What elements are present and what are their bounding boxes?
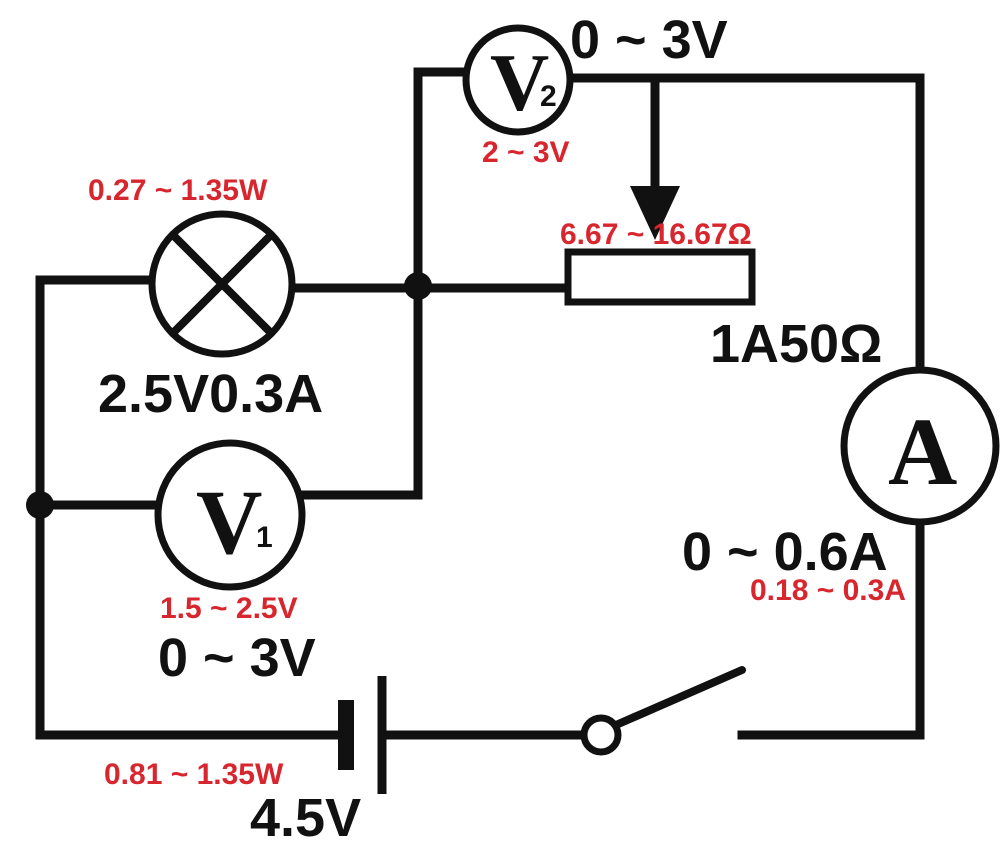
voltmeter-1-range: 0 ~ 3V — [158, 628, 316, 688]
slider-arrowhead — [630, 186, 680, 240]
rheostat-range: 6.67 ~ 16.67Ω — [560, 218, 752, 251]
rheostat-symbol — [564, 248, 756, 306]
battery-symbol — [338, 676, 387, 794]
voltmeter-2: V 2 — [462, 24, 574, 136]
lamp-power: 0.27 ~ 1.35W — [88, 174, 268, 207]
junction-dot-center — [404, 272, 432, 300]
voltmeter-2-range: 0 ~ 3V — [570, 10, 728, 70]
ammeter-range: 0 ~ 0.6A — [682, 522, 888, 582]
voltmeter-2-subscript: 2 — [540, 80, 557, 113]
voltmeter-1-letter: V — [196, 471, 262, 573]
rheostat-rating: 1A50Ω — [710, 314, 882, 374]
wire-top-right — [565, 73, 925, 375]
voltmeter-1: V 1 — [154, 439, 306, 591]
wire-right-lower — [737, 517, 925, 740]
ammeter-reading: 0.18 ~ 0.3A — [750, 574, 906, 607]
voltmeter-1-subscript: 1 — [256, 521, 273, 554]
ammeter: A — [840, 366, 1000, 526]
voltmeter-2-letter: V — [490, 37, 549, 128]
voltmeter-1-reading: 1.5 ~ 2.5V — [160, 592, 298, 625]
wire-v1-right — [299, 283, 423, 500]
wire-bottom-left — [35, 275, 351, 740]
lamp-rating: 2.5V0.3A — [98, 364, 323, 424]
switch-symbol — [580, 666, 746, 756]
wires — [35, 67, 925, 740]
battery-voltage: 4.5V — [250, 788, 361, 848]
wire-top-left — [413, 67, 471, 293]
junction-dot-left — [26, 491, 54, 519]
ammeter-letter: A — [888, 398, 957, 505]
battery-power: 0.81 ~ 1.35W — [104, 758, 284, 791]
voltmeter-2-reading: 2 ~ 3V — [482, 136, 570, 169]
lamp-symbol — [148, 210, 296, 358]
